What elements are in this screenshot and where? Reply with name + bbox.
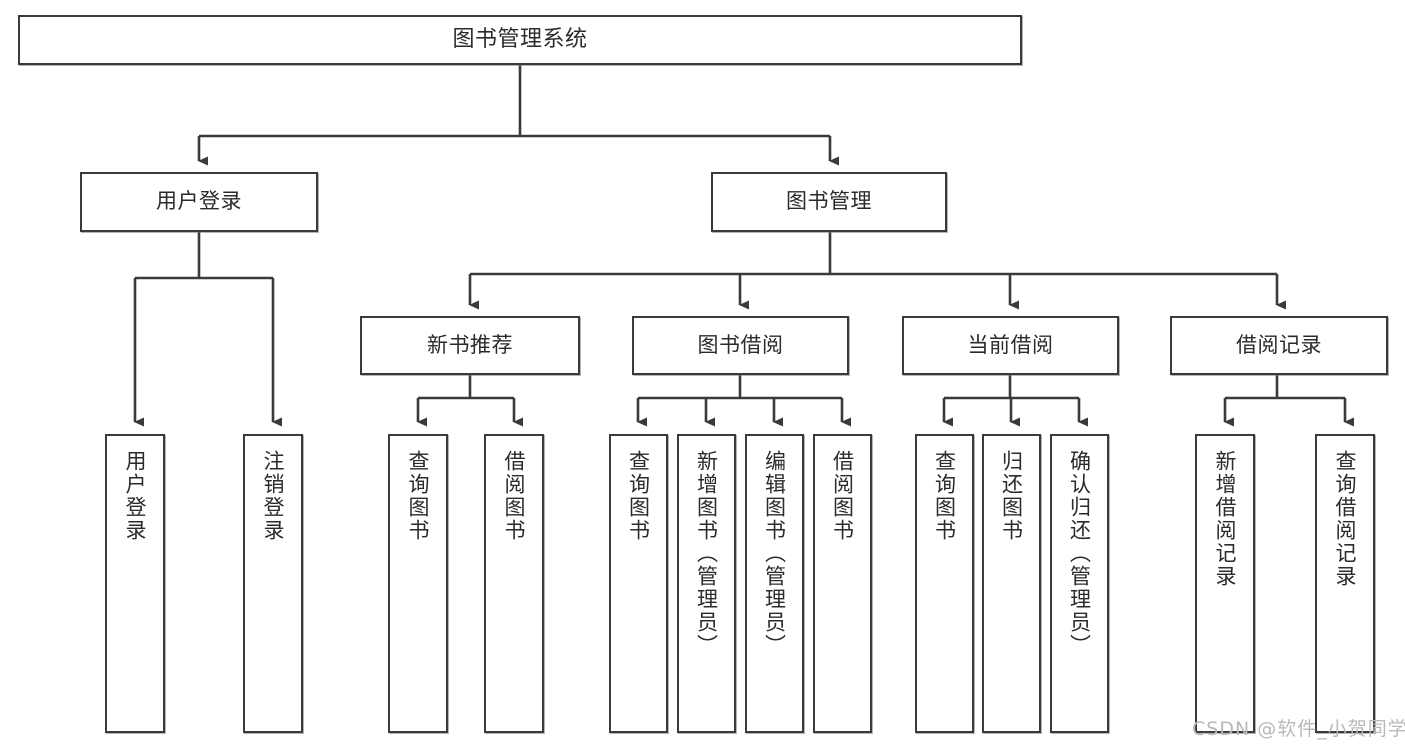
leaf-new-book-query[interactable]: 查询图书 (388, 434, 448, 733)
node-label: 查询图书 (932, 450, 957, 542)
leaf-borrow-edit-book-admin[interactable]: 编辑图书（管理员） (745, 434, 804, 733)
leaf-records-add-record[interactable]: 新增借阅记录 (1195, 434, 1255, 733)
leaf-user-login-signout[interactable]: 注销登录 (243, 434, 303, 733)
leaf-borrow-borrow-book[interactable]: 借阅图书 (813, 434, 872, 733)
node-label: 图书管理系统 (452, 26, 588, 52)
leaf-borrow-add-book-admin[interactable]: 新增图书（管理员） (677, 434, 736, 733)
node-label: 查询图书 (406, 450, 431, 542)
node-label: 查询图书 (626, 450, 651, 542)
leaf-borrow-query-book[interactable]: 查询图书 (609, 434, 668, 733)
node-label: 新增借阅记录 (1213, 450, 1238, 588)
node-label: 新书推荐 (427, 332, 513, 357)
leaf-new-book-borrow[interactable]: 借阅图书 (484, 434, 544, 733)
leaf-records-query-record[interactable]: 查询借阅记录 (1315, 434, 1375, 733)
node-label: 借阅图书 (830, 450, 855, 542)
node-label: 借阅记录 (1236, 332, 1322, 357)
leaf-user-login-signin[interactable]: 用户登录 (105, 434, 165, 733)
node-label: 用户登录 (156, 189, 242, 214)
node-book-management[interactable]: 图书管理 (711, 172, 947, 232)
leaf-current-query-book[interactable]: 查询图书 (915, 434, 974, 733)
node-current-borrow[interactable]: 当前借阅 (902, 316, 1119, 375)
node-book-borrow[interactable]: 图书借阅 (632, 316, 849, 375)
node-label: 确认归还（管理员） (1067, 450, 1092, 657)
node-label: 图书管理 (786, 189, 872, 214)
leaf-current-return-book[interactable]: 归还图书 (982, 434, 1041, 733)
node-label: 归还图书 (999, 450, 1024, 542)
leaf-current-confirm-return-admin[interactable]: 确认归还（管理员） (1050, 434, 1109, 733)
node-label: 当前借阅 (967, 332, 1054, 357)
node-label: 编辑图书（管理员） (762, 450, 787, 657)
node-label: 借阅图书 (502, 450, 527, 542)
node-root-library-system[interactable]: 图书管理系统 (18, 15, 1022, 65)
csdn-watermark: CSDN @软件_小贺同学 (1192, 718, 1405, 740)
node-borrow-records[interactable]: 借阅记录 (1170, 316, 1388, 375)
node-label: 新增图书（管理员） (694, 450, 719, 657)
node-label: 查询借阅记录 (1333, 450, 1358, 588)
node-label: 用户登录 (123, 450, 148, 542)
node-new-book-recommend[interactable]: 新书推荐 (360, 316, 580, 375)
node-user-login[interactable]: 用户登录 (80, 172, 318, 232)
node-label: 图书借阅 (697, 332, 784, 357)
node-label: 注销登录 (261, 450, 286, 542)
